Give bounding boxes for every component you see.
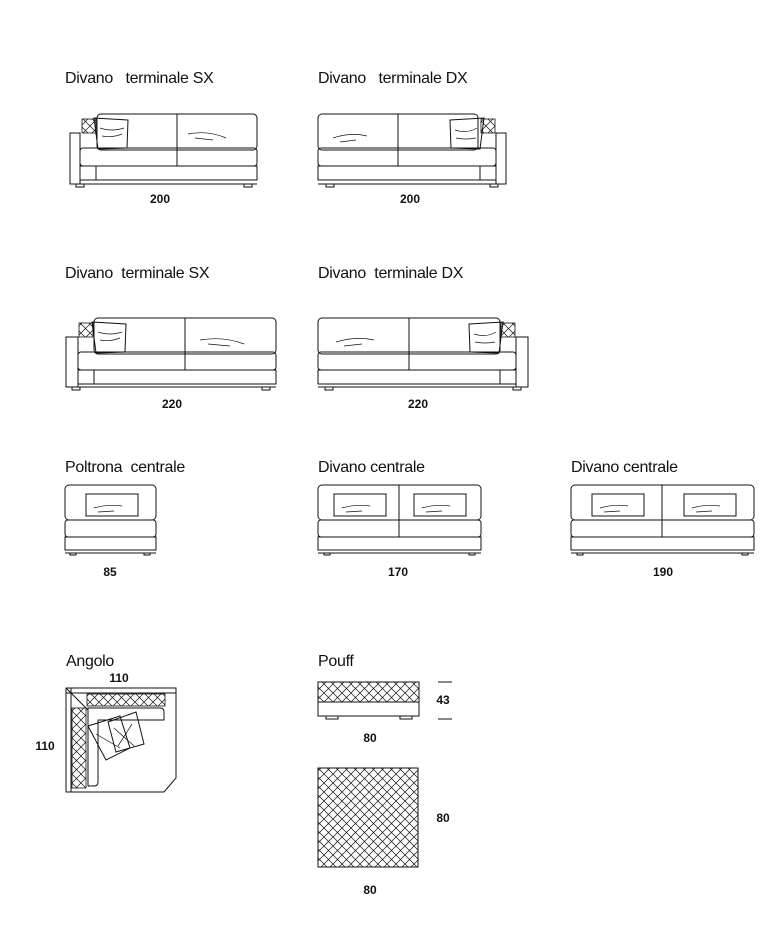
title-poltrona-centrale: Poltrona centrale (65, 459, 186, 476)
dim-width-centrale-190: 190 (652, 565, 674, 579)
sofa-terminale-sx-200 (69, 113, 258, 188)
pouff-top-view (317, 767, 419, 868)
armchair-centrale-85 (64, 484, 157, 556)
dim-width-centrale-170: 170 (387, 565, 409, 579)
dim-width-dx-200: 200 (399, 192, 421, 206)
dim-depth-pouff-top: 80 (436, 811, 450, 825)
dim-width-angolo: 110 (109, 671, 129, 685)
dim-width-sx-200: 200 (149, 192, 171, 206)
dim-width-poltrona: 85 (103, 565, 117, 579)
dim-width-pouff-top: 80 (363, 883, 377, 897)
dim-width-dx-220: 220 (407, 397, 429, 411)
title-angolo: Angolo (66, 653, 115, 670)
title-pouff: Pouff (318, 653, 354, 670)
corner-angolo-plan (65, 687, 177, 793)
pouff-elevation (317, 681, 452, 720)
sofa-centrale-190 (570, 484, 755, 556)
title-divano-terminale-dx-220: Divano terminale DX (318, 265, 464, 282)
sofa-terminale-dx-200 (317, 113, 507, 188)
title-divano-centrale-190: Divano centrale (571, 459, 678, 476)
sofa-terminale-sx-220 (65, 317, 277, 391)
dim-width-pouff: 80 (363, 731, 377, 745)
sofa-terminale-dx-220 (317, 317, 529, 391)
sofa-centrale-170 (317, 484, 482, 556)
dim-height-pouff: 43 (436, 693, 450, 707)
title-divano-terminale-sx-220: Divano terminale SX (65, 265, 210, 282)
title-divano-terminale-sx-200: Divano terminale SX (65, 70, 214, 87)
dim-width-sx-220: 220 (161, 397, 183, 411)
title-divano-centrale-170: Divano centrale (318, 459, 425, 476)
dim-depth-angolo: 110 (35, 739, 55, 753)
title-divano-terminale-dx-200: Divano terminale DX (318, 70, 468, 87)
